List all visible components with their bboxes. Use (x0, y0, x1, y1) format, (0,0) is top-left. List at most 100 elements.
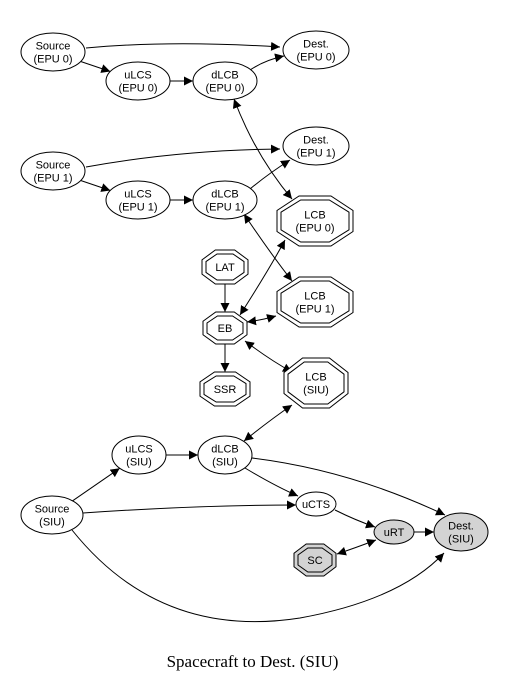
node-label: (EPU 0) (295, 223, 334, 235)
node-shape-inner (287, 361, 345, 405)
node-shape (373, 519, 415, 545)
node-src-epu1: Source(EPU 1) (20, 151, 86, 191)
node-label: LAT (215, 262, 235, 274)
edge-src-epu0-to-ulcs-epu0 (80, 61, 111, 73)
node-shape (105, 61, 171, 101)
edges-layer (71, 41, 446, 623)
node-shape-inner (205, 253, 245, 281)
node-label: (EPU 1) (295, 304, 334, 316)
node-label: uLCS (124, 70, 152, 82)
edge-src-epu1-to-ulcs-epu1 (80, 180, 111, 192)
node-label: uLCS (124, 189, 152, 201)
node-ucts: uCTS (295, 491, 337, 517)
node-dest-epu1: Dest.(EPU 1) (282, 126, 350, 166)
edge-src-siu-to-dest-siu (71, 529, 445, 623)
node-label: (SIU) (39, 517, 65, 529)
node-label: (SIU) (212, 457, 238, 469)
edge-ucts-to-urt (334, 509, 376, 529)
node-label: Dest. (303, 135, 329, 147)
edge-src-epu0-to-dest-epu0 (85, 41, 281, 51)
edge-sc-to-urt (336, 538, 377, 556)
node-shape (192, 180, 258, 220)
node-shape (20, 32, 86, 72)
edge-dlcb-epu1-to-dest-epu1 (249, 159, 291, 190)
node-ssr: SSR (199, 371, 251, 407)
node-shape-inner (297, 547, 333, 573)
node-eb: EB (202, 311, 248, 345)
edge-eb-to-lcb-epu0 (239, 239, 286, 316)
edge-dlcb-siu-to-dest-siu (251, 457, 446, 516)
node-label: (SIU) (448, 534, 474, 546)
node-label: EB (218, 323, 233, 335)
node-lcb-epu0: LCB(EPU 0) (276, 195, 354, 247)
node-shape (295, 491, 337, 517)
node-label: (EPU 1) (205, 202, 244, 214)
node-shape-inner (203, 375, 247, 403)
node-src-siu: Source(SIU) (20, 495, 84, 535)
node-ulcs-siu: uLCS(SIU) (111, 435, 167, 475)
node-label: (EPU 1) (33, 173, 72, 185)
node-shape-inner (280, 280, 350, 324)
node-urt: uRT (373, 519, 415, 545)
node-shape (282, 126, 350, 166)
node-label: SC (307, 555, 322, 567)
node-shape (197, 435, 253, 475)
node-label: uRT (384, 527, 405, 539)
edge-eb-to-lcb-epu1 (246, 314, 277, 326)
node-label: LCB (304, 291, 325, 303)
node-label: Source (36, 41, 71, 53)
node-dlcb-epu0: dLCB(EPU 0) (192, 61, 258, 101)
node-shape (20, 151, 86, 191)
node-dest-siu: Dest.(SIU) (433, 512, 489, 552)
node-dlcb-epu1: dLCB(EPU 1) (192, 180, 258, 220)
edge-dlcb-epu0-to-lcb-epu0 (232, 98, 293, 200)
node-label: Dest. (448, 521, 474, 533)
node-dest-epu0: Dest.(EPU 0) (282, 30, 350, 70)
node-label: (SIU) (303, 385, 329, 397)
node-shape (192, 61, 258, 101)
edge-src-epu1-to-dest-epu1 (85, 144, 281, 168)
node-label: dLCB (211, 444, 239, 456)
node-label: uCTS (302, 499, 330, 511)
node-shape (433, 512, 489, 552)
node-lat: LAT (201, 249, 249, 285)
node-label: (EPU 0) (118, 83, 157, 95)
node-src-epu0: Source(EPU 0) (20, 32, 86, 72)
node-shape (111, 435, 167, 475)
node-label: dLCB (211, 189, 239, 201)
node-shape (282, 30, 350, 70)
node-ulcs-epu0: uLCS(EPU 0) (105, 61, 171, 101)
edge-eb-to-lcb-siu (244, 340, 293, 373)
node-label: Source (35, 504, 70, 516)
node-shape-inner (206, 315, 244, 341)
node-label: (EPU 0) (205, 83, 244, 95)
edge-src-siu-to-ucts (82, 500, 297, 514)
nodes-layer: Source(EPU 0)uLCS(EPU 0)dLCB(EPU 0)Dest.… (20, 30, 489, 577)
node-label: Dest. (303, 39, 329, 51)
node-sc: SC (293, 543, 337, 577)
node-shape (20, 495, 84, 535)
node-ulcs-epu1: uLCS(EPU 1) (105, 180, 171, 220)
node-label: LCB (305, 372, 326, 384)
node-label: uLCS (125, 444, 153, 456)
node-lcb-epu1: LCB(EPU 1) (276, 276, 354, 328)
node-label: (EPU 0) (33, 54, 72, 66)
edge-src-siu-to-ulcs-siu (72, 467, 120, 502)
node-shape (105, 180, 171, 220)
node-label: (EPU 0) (296, 52, 335, 64)
node-dlcb-siu: dLCB(SIU) (197, 435, 253, 475)
edge-dlcb-siu-to-ucts (244, 467, 299, 497)
node-label: (SIU) (126, 457, 152, 469)
diagram-caption: Spacecraft to Dest. (SIU) (166, 652, 339, 671)
node-label: Source (36, 160, 71, 172)
node-shape-inner (280, 199, 350, 243)
node-label: dLCB (211, 70, 239, 82)
node-lcb-siu: LCB(SIU) (283, 357, 349, 409)
edge-dlcb-siu-to-lcb-siu (243, 404, 293, 442)
node-label: LCB (304, 210, 325, 222)
node-label: SSR (214, 384, 237, 396)
node-label: (EPU 1) (296, 148, 335, 160)
node-label: (EPU 1) (118, 202, 157, 214)
edge-dlcb-epu0-to-dest-epu0 (249, 53, 285, 71)
